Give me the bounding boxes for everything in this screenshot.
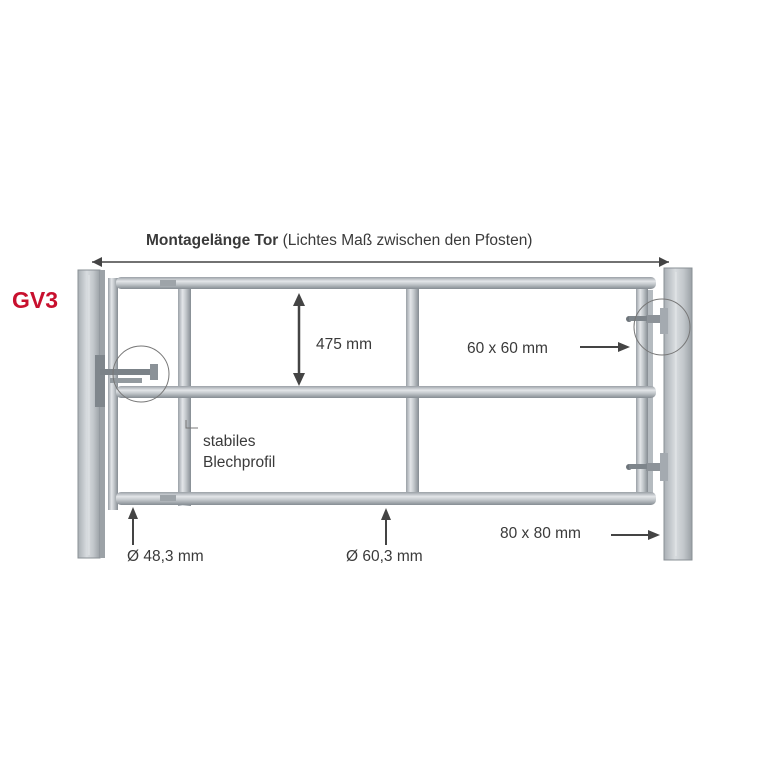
mounting-length-dimension: [92, 257, 669, 267]
hinge-post-label: 60 x 60 mm: [467, 340, 548, 357]
profile-leader: [185, 420, 198, 429]
hinge-top: [626, 308, 668, 334]
post-arrow: [611, 530, 660, 540]
left-post: [77, 269, 105, 559]
gate-frame: [108, 277, 656, 510]
post-label: 80 x 80 mm: [500, 525, 581, 542]
profile-label-line1: stabiles: [203, 433, 256, 450]
mounting-length-title: Montagelänge Tor (Lichtes Maß zwischen d…: [146, 232, 532, 250]
tube-small-label: Ø 48,3 mm: [127, 548, 204, 565]
height-dimension: [293, 293, 305, 386]
tube-large-arrow: [381, 508, 391, 545]
hinge-detail-circle: [633, 298, 691, 356]
title-bold: Montagelänge Tor: [146, 232, 279, 249]
latch: [100, 364, 158, 383]
height-label: 475 mm: [316, 336, 372, 353]
title-rest: (Lichtes Maß zwischen den Pfosten): [282, 232, 533, 249]
tube-small-arrow: [128, 507, 138, 545]
profile-label-line2: Blechprofil: [203, 454, 276, 471]
right-post: [663, 267, 693, 561]
hinge-post-arrow: [580, 342, 630, 352]
latch-detail-circle: [112, 345, 170, 403]
hinge-bottom: [626, 453, 668, 481]
model-code: GV3: [12, 287, 59, 313]
tube-large-label: Ø 60,3 mm: [346, 548, 423, 565]
